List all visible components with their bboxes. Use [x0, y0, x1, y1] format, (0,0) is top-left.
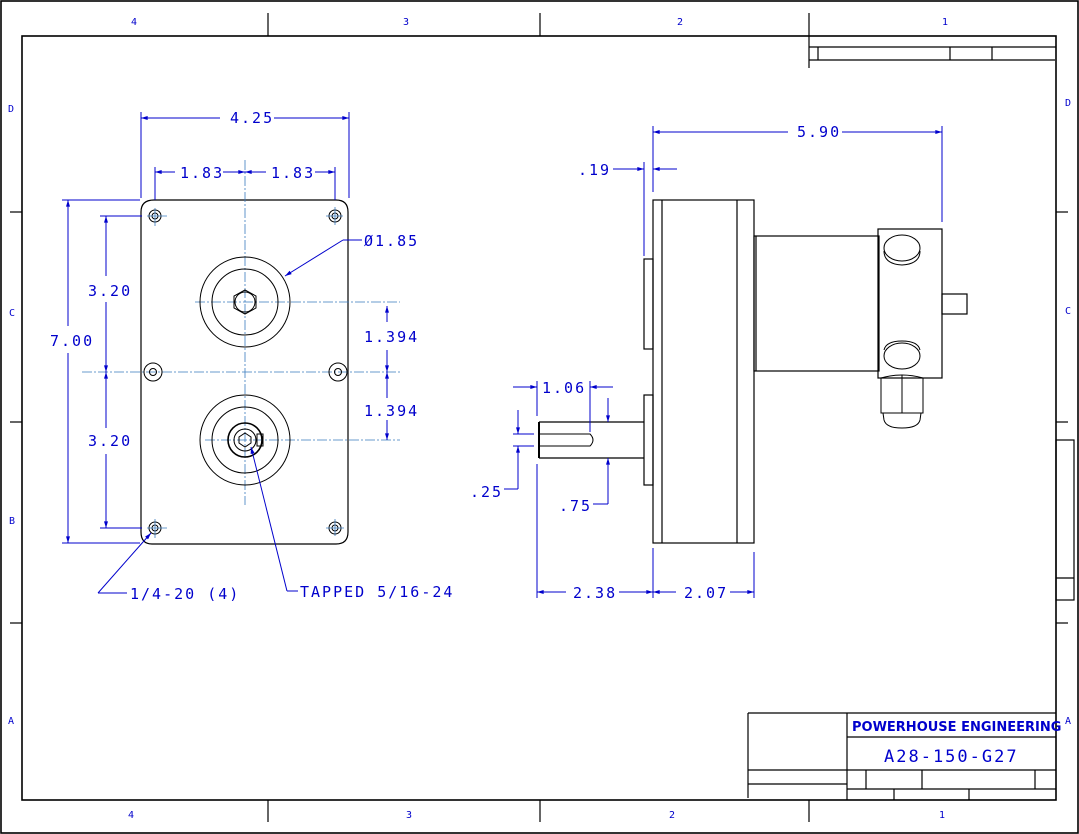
dim-overall-length: 5.90: [652, 123, 943, 222]
revision-block: [809, 46, 1056, 61]
zone-left-c: C: [9, 308, 15, 319]
gearbox-housing: [652, 199, 755, 544]
output-shaft: [538, 421, 644, 459]
dim-text: .19: [578, 161, 611, 179]
dim-value: 1.85: [375, 232, 419, 250]
lower-output-boss: [199, 394, 291, 486]
zone-left-b: B: [9, 516, 15, 527]
mount-hole: [326, 519, 344, 536]
zone-bottom-2: 2: [669, 810, 675, 821]
mounting-plate: [140, 199, 349, 545]
dim-text: 1.83: [180, 164, 224, 182]
dim-shaft-and-gearbox: 2.38 2.07: [536, 464, 755, 602]
zone-left-a: A: [8, 716, 14, 727]
zone-top-4: 4: [131, 17, 137, 28]
zone-right-a: A: [1065, 716, 1071, 727]
dim-text: 1.394: [364, 328, 419, 346]
part-number: A28-150-G27: [884, 747, 1019, 767]
dim-text: 1.06: [542, 379, 586, 397]
side-view: 5.90 .19 1.06 .25: [470, 123, 968, 602]
dim-text: 2.07: [684, 584, 728, 602]
dim-hole-offsets: 1.83 1.83: [154, 164, 336, 200]
dim-text: .75: [559, 497, 592, 515]
lower-pilot: [643, 394, 654, 486]
dim-shaft-diameter: .75: [559, 398, 610, 515]
leader-tapped-hole: TAPPED 5/16-24: [250, 446, 454, 601]
dim-text: .25: [470, 483, 503, 501]
upper-boss: [199, 256, 291, 348]
zone-left-d: D: [8, 104, 14, 115]
zone-top-3: 3: [403, 17, 409, 28]
dim-text: Ø1.85: [364, 232, 419, 250]
zone-bottom-1: 1: [939, 810, 945, 821]
mount-hole: [147, 208, 167, 226]
dim-text: 4.25: [230, 109, 274, 127]
dim-text: 1.83: [271, 164, 315, 182]
note-mount-holes: 1/4-20 (4): [130, 585, 240, 603]
company-name: POWERHOUSE ENGINEERING: [852, 720, 1061, 735]
dim-text: 1.394: [364, 402, 419, 420]
dim-overall-height: 7.00: [50, 199, 140, 544]
zone-labels: 4 3 2 1 4 3 2 1 D C B A D C A: [8, 17, 1071, 821]
upper-pilot: [643, 258, 654, 350]
zone-bottom-4: 4: [128, 810, 134, 821]
mount-hole: [147, 519, 167, 538]
dim-text: 7.00: [50, 332, 94, 350]
side-hole: [328, 362, 348, 382]
leader-boss-diameter: Ø1.85: [284, 232, 419, 277]
dim-text: 2.38: [573, 584, 617, 602]
brush-cap: [883, 340, 921, 370]
diameter-symbol: Ø: [364, 232, 375, 250]
dim-pilot-thickness: .19: [578, 161, 677, 256]
rear-shaft: [941, 293, 968, 315]
motor-can: [753, 235, 880, 372]
front-view: 4.25 1.83 1.83 7.00: [50, 109, 454, 603]
zone-bottom-3: 3: [406, 810, 412, 821]
cable-gland: [880, 374, 924, 429]
dim-key-width: .25: [470, 410, 534, 501]
mount-hole: [326, 207, 343, 225]
side-hole: [143, 362, 163, 382]
title-block: POWERHOUSE ENGINEERING A28-150-G27: [747, 712, 1061, 800]
leader-mount-holes: 1/4-20 (4): [97, 532, 240, 603]
zone-right-c: C: [1065, 306, 1071, 317]
dim-text: 5.90: [797, 123, 841, 141]
end-bell: [877, 228, 943, 379]
zone-right-d: D: [1065, 98, 1071, 109]
right-margin-box: [1055, 439, 1075, 601]
note-tapped-hole: TAPPED 5/16-24: [300, 583, 454, 601]
dim-center-offsets: 1.394 1.394: [364, 305, 419, 441]
dim-hole-spacing: 3.20 3.20: [88, 215, 142, 529]
dim-keyway-length: 1.06: [513, 379, 613, 432]
dim-text: 3.20: [88, 282, 132, 300]
zone-top-1: 1: [942, 17, 948, 28]
brush-cap: [883, 234, 921, 266]
dim-overall-width: 4.25: [140, 109, 350, 198]
inner-border: [21, 35, 1057, 801]
zone-top-2: 2: [677, 17, 683, 28]
dim-text: 3.20: [88, 432, 132, 450]
